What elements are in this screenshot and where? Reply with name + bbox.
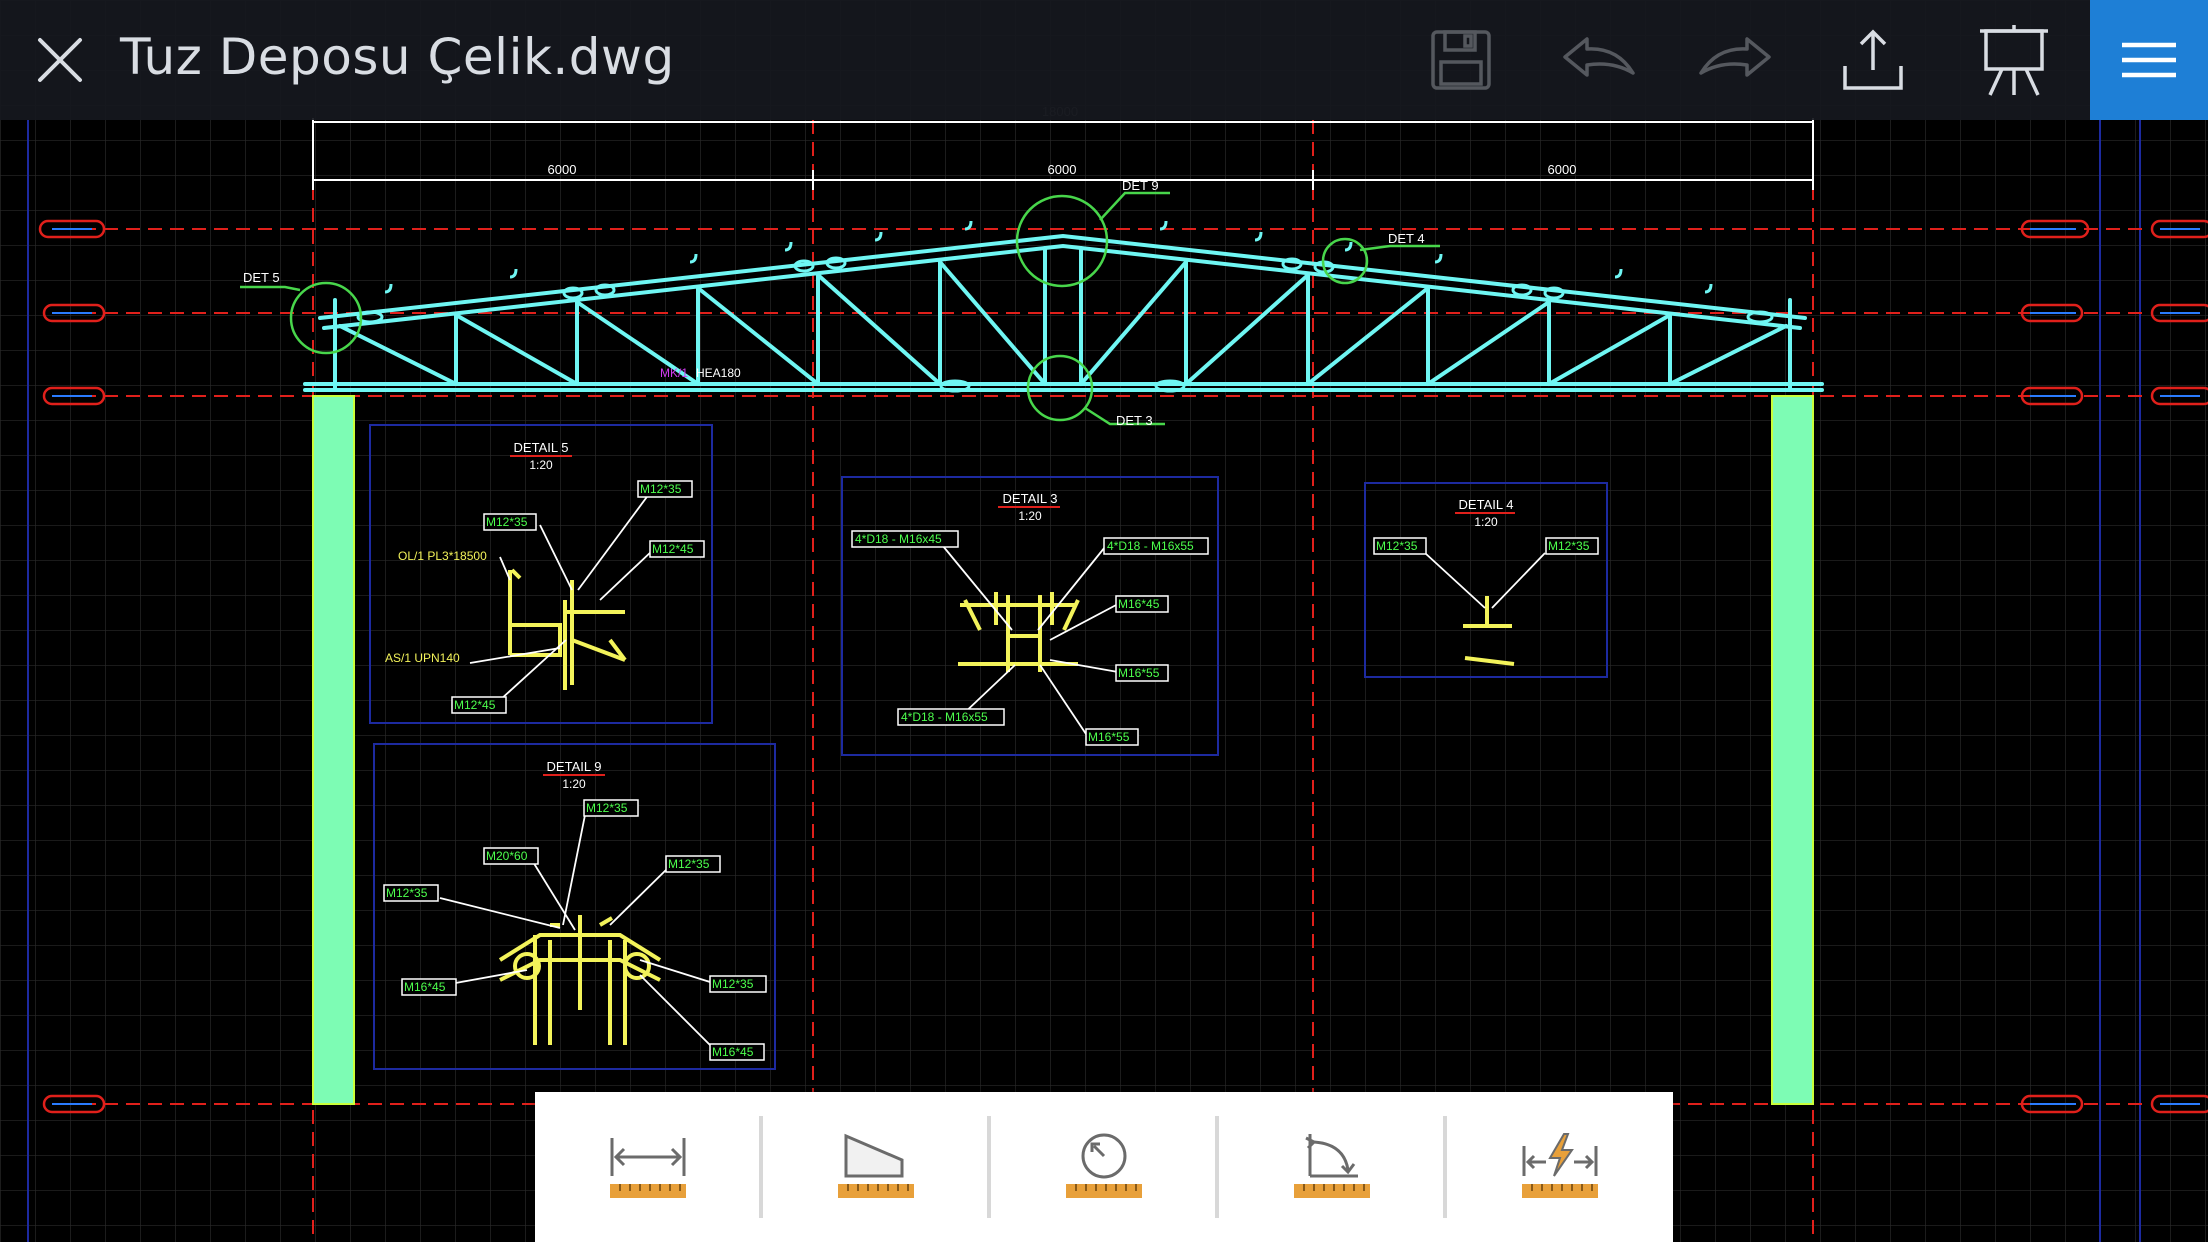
svg-text:M16*45: M16*45 (712, 1045, 754, 1059)
svg-text:M16*55: M16*55 (1118, 666, 1160, 680)
measure-toolbar (535, 1092, 1673, 1242)
dimension-lines (312, 118, 1814, 190)
svg-text:M12*35: M12*35 (712, 977, 754, 991)
svg-text:M12*35: M12*35 (668, 857, 710, 871)
svg-text:DETAIL 9: DETAIL 9 (547, 759, 602, 774)
frame-lines (27, 120, 2141, 1242)
svg-text:AS/1 UPN140: AS/1 UPN140 (385, 651, 460, 665)
svg-text:M12*35: M12*35 (1376, 539, 1418, 553)
redo-icon (1699, 37, 1771, 77)
svg-text:DETAIL 4: DETAIL 4 (1459, 497, 1514, 512)
svg-text:M16*45: M16*45 (404, 980, 446, 994)
presentation-icon (1980, 25, 2048, 96)
callout-det4: DET 4 (1388, 231, 1425, 246)
measure-area-tool[interactable] (796, 1092, 956, 1242)
axis-bubbles (38, 219, 2208, 1114)
svg-text:DETAIL 5: DETAIL 5 (514, 440, 569, 455)
svg-text:M12*45: M12*45 (652, 542, 694, 556)
svg-text:M12*35: M12*35 (486, 515, 528, 529)
hamburger-menu-icon (2122, 42, 2176, 78)
svg-text:M20*60: M20*60 (486, 849, 528, 863)
dimension-bay-2: 6000 (1048, 162, 1077, 177)
menu-button[interactable] (2090, 0, 2208, 120)
radius-ruler-icon (1066, 1133, 1142, 1198)
quick-measure-icon (1522, 1133, 1598, 1198)
svg-text:M12*35: M12*35 (586, 801, 628, 815)
svg-text:DETAIL 3: DETAIL 3 (1003, 491, 1058, 506)
detail-9[interactable]: DETAIL 9 1:20 (373, 743, 776, 1070)
dimension-bay-3: 6000 (1548, 162, 1577, 177)
measure-radius-tool[interactable] (1024, 1092, 1184, 1242)
callout-det3: DET 3 (1116, 413, 1153, 428)
detail-4[interactable]: DETAIL 4 1:20 M12*35 M12*35 (1364, 482, 1608, 678)
callout-det9: DET 9 (1122, 178, 1159, 193)
area-ruler-icon (838, 1133, 914, 1198)
svg-text:1:20: 1:20 (1474, 515, 1498, 529)
dimension-bay-1: 6000 (548, 162, 577, 177)
angle-ruler-icon (1294, 1134, 1370, 1198)
tool-divider (1443, 1116, 1447, 1218)
svg-text:1:20: 1:20 (562, 777, 586, 791)
document-title: Tuz Deposu Çelik.dwg (120, 28, 675, 86)
tool-divider (1215, 1116, 1219, 1218)
member-hea180: HEA180 (696, 366, 741, 380)
close-icon (38, 38, 82, 82)
left-column (312, 395, 355, 1105)
svg-text:M16*45: M16*45 (1118, 597, 1160, 611)
save-button[interactable] (1420, 0, 1502, 120)
svg-text:4*D18 - M16x55: 4*D18 - M16x55 (1107, 539, 1194, 553)
svg-text:OL/1 PL3*18500: OL/1 PL3*18500 (398, 549, 487, 563)
right-column (1771, 395, 1814, 1105)
svg-text:4*D18 - M16x55: 4*D18 - M16x55 (901, 710, 988, 724)
undo-button[interactable] (1556, 0, 1642, 120)
top-toolbar: Tuz Deposu Çelik.dwg (0, 0, 2208, 120)
detail-5[interactable]: DETAIL 5 1:20 M12*35 (369, 424, 713, 724)
tool-divider (987, 1116, 991, 1218)
svg-text:M16*55: M16*55 (1088, 730, 1130, 744)
svg-text:M12*35: M12*35 (1548, 539, 1590, 553)
share-button[interactable] (1830, 0, 1916, 120)
svg-text:1:20: 1:20 (529, 458, 553, 472)
callout-det5: DET 5 (243, 270, 280, 285)
presentation-button[interactable] (1968, 0, 2060, 120)
svg-text:M12*45: M12*45 (454, 698, 496, 712)
roof-truss (303, 233, 1824, 392)
measure-distance-tool[interactable] (568, 1092, 728, 1242)
detail-3[interactable]: DETAIL 3 1:20 (841, 476, 1219, 756)
share-icon (1843, 29, 1903, 90)
svg-text:M12*35: M12*35 (386, 886, 428, 900)
svg-text:M12*35: M12*35 (640, 482, 682, 496)
member-mk1: MK/1 (660, 366, 688, 380)
tool-divider (759, 1116, 763, 1218)
redo-button[interactable] (1692, 0, 1778, 120)
save-icon (1431, 30, 1491, 90)
undo-icon (1563, 37, 1635, 77)
quick-measure-tool[interactable] (1480, 1092, 1640, 1242)
svg-text:1:20: 1:20 (1018, 509, 1042, 523)
distance-ruler-icon (610, 1138, 686, 1198)
svg-text:4*D18 - M16x45: 4*D18 - M16x45 (855, 532, 942, 546)
close-button[interactable] (26, 0, 94, 120)
measure-angle-tool[interactable] (1252, 1092, 1412, 1242)
